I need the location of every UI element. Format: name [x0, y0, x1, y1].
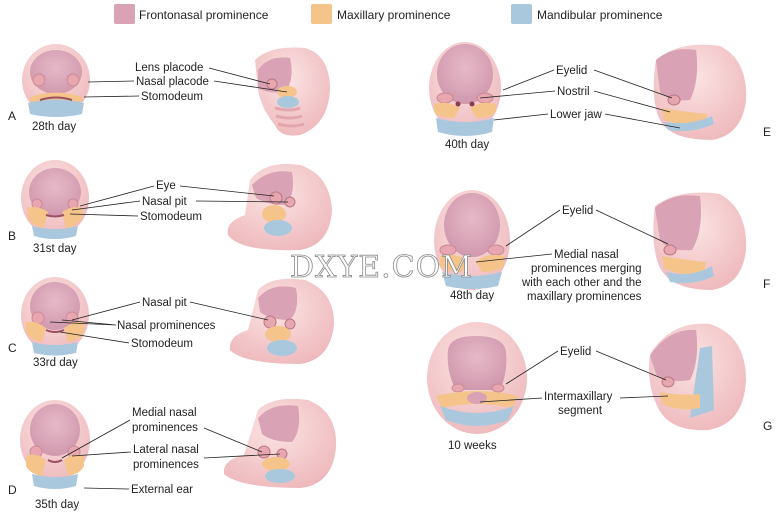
label-lower-jaw: Lower jaw [550, 109, 602, 121]
legend-swatch-maxillary [311, 4, 332, 24]
panel-e-front-view [429, 42, 501, 136]
panel-a-front-view [22, 44, 90, 117]
panel-b-front-view [21, 160, 89, 239]
label-eyelid-e: Eyelid [556, 65, 587, 77]
panel-a-age: 28th day [32, 121, 76, 133]
panel-a-side-view [255, 48, 330, 136]
panel-b-letter: B [8, 229, 16, 243]
panel-b-side-view [228, 164, 332, 250]
panel-c: C 33rd day Nasal pit Nasal prominences S… [8, 277, 334, 369]
legend-swatch-frontonasal [114, 4, 135, 24]
panel-g-front-view [427, 322, 527, 434]
panel-f-age: 48th day [450, 290, 494, 302]
panel-e-letter: E [763, 125, 771, 139]
legend-label-mandibular: Mandibular prominence [537, 8, 663, 22]
legend-label-frontonasal: Frontonasal prominence [139, 8, 269, 22]
label-lateral-nasal-d-1: Lateral nasal [133, 444, 199, 456]
label-medial-nasal-f-2: prominences merging [531, 263, 642, 275]
panel-f-side-view [653, 193, 746, 291]
panel-g-side-view [649, 324, 746, 431]
panel-d: D 35th day Medial nasal prominences Late… [8, 399, 336, 511]
panel-g: G 10 weeks Eyelid Intermaxillary segment [427, 322, 772, 452]
label-medial-nasal-f-4: maxillary prominences [527, 291, 642, 303]
legend: Frontonasal prominence Maxillary promine… [114, 4, 663, 24]
panel-c-letter: C [8, 341, 17, 355]
panel-g-age: 10 weeks [448, 440, 497, 452]
label-eye: Eye [156, 180, 176, 192]
label-medial-nasal-f-3: with each other and the [521, 277, 642, 289]
label-medial-nasal-d-2: prominences [132, 422, 198, 434]
panel-a-letter: A [8, 109, 16, 123]
panel-e: E 40th day Eyelid Nostril Lower jaw [429, 42, 771, 151]
label-eyelid-g: Eyelid [560, 346, 591, 358]
label-medial-nasal-f-1: Medial nasal [554, 249, 619, 261]
panel-d-age: 35th day [35, 499, 79, 511]
panel-g-letter: G [763, 419, 772, 433]
label-eyelid-f: Eyelid [562, 205, 593, 217]
panel-a: A 28th day Lens placode Nasal placode St… [8, 44, 330, 136]
label-stomodeum-b: Stomodeum [140, 211, 202, 223]
panel-f-letter: F [763, 277, 770, 291]
panel-e-age: 40th day [445, 139, 489, 151]
panel-d-front-view [20, 400, 90, 489]
label-nasal-pit-b: Nasal pit [142, 196, 188, 208]
legend-swatch-mandibular [511, 4, 532, 24]
label-stomodeum-c: Stomodeum [131, 338, 193, 350]
label-nasal-prominences: Nasal prominences [117, 320, 216, 332]
label-external-ear: External ear [131, 484, 193, 496]
watermark: DXYE.COM [290, 250, 473, 285]
label-nasal-pit-c: Nasal pit [142, 297, 188, 309]
label-stomodeum-a: Stomodeum [141, 91, 203, 103]
label-intermaxillary-1: Intermaxillary [544, 391, 613, 403]
label-medial-nasal-d-1: Medial nasal [132, 407, 197, 419]
label-nostril: Nostril [557, 86, 590, 98]
panel-c-side-view [230, 279, 334, 364]
panel-b-age: 31st day [33, 243, 77, 255]
panel-f: F 48th day Eyelid Medial nasal prominenc… [434, 190, 770, 303]
panel-b: B 31st day Eye Nasal pit Stomodeum [8, 160, 332, 255]
label-intermaxillary-2: segment [558, 405, 603, 417]
label-lateral-nasal-d-2: prominences [133, 459, 199, 471]
label-lens-placode: Lens placode [135, 62, 203, 74]
panel-d-letter: D [8, 483, 17, 497]
panel-c-age: 33rd day [33, 357, 78, 369]
label-nasal-placode: Nasal placode [136, 76, 209, 88]
legend-label-maxillary: Maxillary prominence [337, 8, 451, 22]
panel-c-front-view [21, 277, 89, 356]
